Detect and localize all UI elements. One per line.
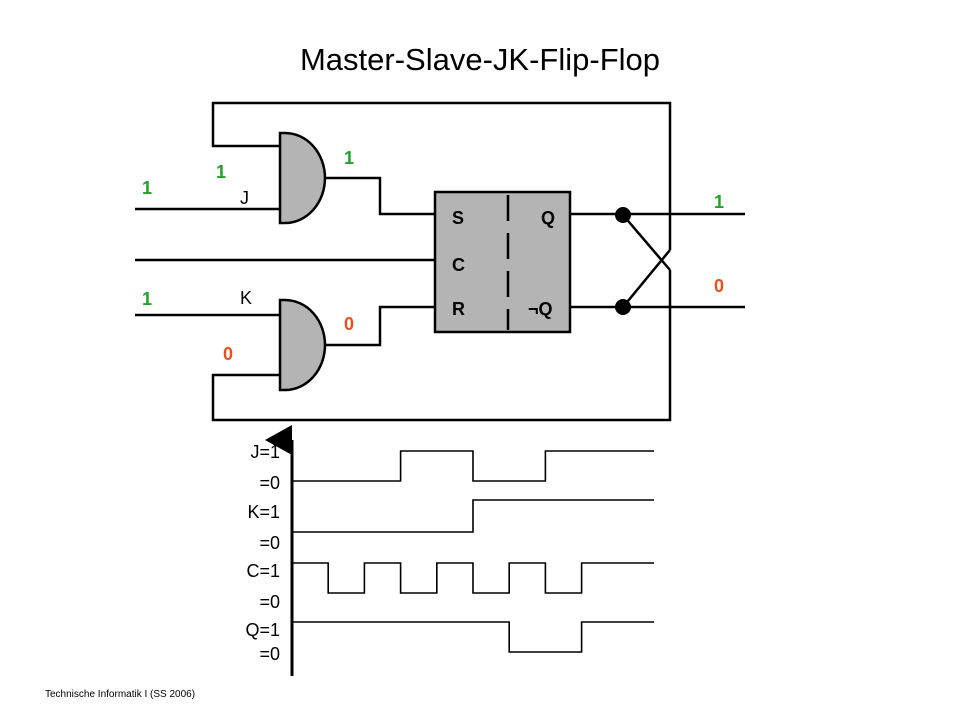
- timing-label: K=1: [247, 502, 280, 522]
- flipflop-c-label: C: [452, 255, 465, 275]
- timing-label: =0: [259, 473, 280, 493]
- and-top-output-level: 1: [344, 148, 354, 168]
- flipflop-r-label: R: [452, 299, 465, 319]
- cross-wire-q: [622, 214, 671, 271]
- cross-wire-qn: [622, 249, 671, 308]
- waveform-k: [292, 499, 654, 533]
- timing-label: J=1: [250, 442, 280, 462]
- flipflop-qn-label: ¬Q: [528, 299, 553, 319]
- timing-label: Q=1: [245, 620, 280, 640]
- timing-label: C=1: [246, 561, 280, 581]
- k-feedback-level: 0: [223, 344, 233, 364]
- waveform-j: [292, 450, 654, 482]
- flipflop-q-label: Q: [541, 208, 555, 228]
- and-bottom-output-level: 0: [344, 314, 354, 334]
- and-gate-bottom: [278, 298, 327, 392]
- page-title: Master-Slave-JK-Flip-Flop: [300, 42, 660, 77]
- feedback-wires: [211, 101, 672, 422]
- j-input-label: J: [240, 188, 249, 208]
- j-input-level: 1: [142, 178, 152, 198]
- and-top-output-wire: [320, 176, 435, 216]
- waveform-q: [292, 621, 654, 653]
- timing-label: =0: [259, 533, 280, 553]
- waveform-c: [292, 562, 654, 594]
- k-input-label: K: [240, 288, 252, 308]
- and-bottom-output-wire: [320, 305, 435, 347]
- footer-text: Technische Informatik I (SS 2006): [45, 689, 195, 700]
- timing-label: =0: [259, 592, 280, 612]
- timing-diagram: J=1 =0 K=1 =0 C=1 =0 Q=1 =0: [245, 425, 654, 676]
- top-feedback-wire: [211, 101, 672, 250]
- bottom-feedback-wire: [211, 270, 672, 422]
- flipflop-s-label: S: [452, 208, 464, 228]
- timing-label: =0: [259, 644, 280, 664]
- and-gate-top: [278, 131, 327, 225]
- j-feedback-level: 1: [216, 162, 226, 182]
- qn-output-level: 0: [714, 276, 724, 296]
- flipflop-block: [433, 190, 572, 334]
- qn-junction-dot: [615, 299, 631, 315]
- q-junction-dot: [615, 207, 631, 223]
- k-input-level: 1: [142, 289, 152, 309]
- q-output-level: 1: [714, 192, 724, 212]
